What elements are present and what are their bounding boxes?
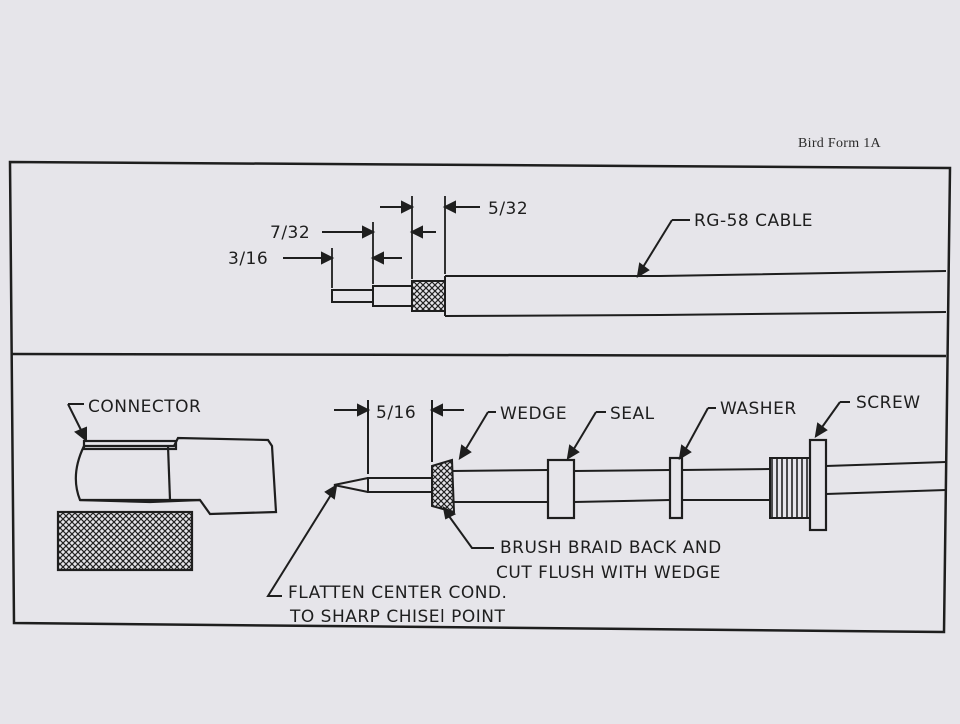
bottom-panel: CONNECTOR (56, 393, 947, 627)
center-conductor (331, 289, 374, 303)
dim-3-16-arrows (283, 251, 402, 265)
cable-label: RG-58 CABLE (694, 211, 813, 231)
center-note-line-2: TO SHARP CHISEl POINT (289, 607, 506, 627)
dim-5-16-label: 5/16 (376, 403, 416, 423)
braid-note-leader (442, 505, 494, 549)
part-leaders (458, 401, 850, 460)
dim-5-32-arrows (380, 200, 480, 214)
braid-section (411, 280, 446, 312)
dim-3-16-label: 3/16 (228, 249, 268, 269)
braid-note-line-1: BRUSH BRAID BACK AND (500, 538, 722, 558)
dim-5-32-label: 5/32 (488, 199, 528, 219)
top-panel: 5/32 7/32 3/16 RG (228, 196, 947, 317)
form-id: Bird Form 1A (798, 136, 881, 151)
diagram-frame (8, 160, 952, 634)
seal (546, 458, 576, 520)
connector-nut (56, 510, 194, 572)
center-note-line-1: FLATTEN CENTER COND. (288, 583, 507, 603)
wedge (431, 458, 456, 514)
washer-label: WASHER (720, 399, 797, 419)
connector-leader (67, 403, 87, 443)
center-note-leader (266, 484, 338, 597)
dim-5-16-lines (334, 400, 464, 474)
dimension-lines (331, 196, 446, 288)
cable-leader (636, 219, 690, 278)
connector-drawing (74, 436, 278, 516)
dielectric-section (372, 285, 413, 307)
washer (668, 456, 684, 520)
dim-7-32-label: 7/32 (270, 223, 310, 243)
dim-7-32-arrows (322, 225, 436, 239)
prepared-cable (333, 461, 947, 503)
braid-note-line-2: CUT FLUSH WITH WEDGE (496, 563, 721, 583)
screw-label: SCREW (856, 393, 921, 413)
rg58-cable (444, 270, 947, 317)
screw (769, 438, 828, 532)
connector-label: CONNECTOR (88, 397, 201, 417)
seal-label: SEAL (610, 404, 655, 424)
wedge-label: WEDGE (500, 404, 567, 424)
